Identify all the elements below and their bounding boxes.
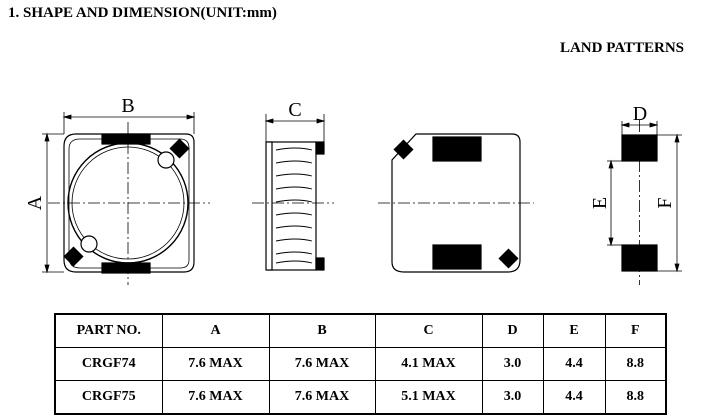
dimension-f-label: F [654,197,676,208]
table-header-a: A [161,313,270,348]
side-view-terminal-top [315,141,325,155]
table-cell: 7.6 MAX [161,380,270,415]
section-heading: 1. SHAPE AND DIMENSION(UNIT:mm) [8,5,277,21]
top-view [48,122,210,285]
top-view-inner-outline [68,138,190,269]
top-view-notch-top [157,151,175,169]
table-header-b: B [268,313,376,348]
table-cell: 4.4 [542,347,606,381]
dimension-a [42,132,64,274]
table-cell: CRGF74 [54,347,163,381]
top-view-notch-bottom [80,235,98,253]
top-view-marker-bottom-left [63,246,84,267]
side-view [252,141,334,271]
table-header-row: PART NO. A B C D E F [54,313,667,348]
table-cell: 3.0 [481,380,544,415]
table-header-part-no: PART NO. [54,313,163,348]
dimension-e-label: E [589,197,611,209]
table-cell: 4.4 [542,380,606,415]
table-cell: 8.8 [604,347,667,381]
table-header-d: D [481,313,544,348]
side-view-windings [275,147,313,264]
dimension-a-label: A [24,195,46,210]
table-row: CRGF75 7.6 MAX 7.6 MAX 5.1 MAX 3.0 4.4 8… [54,380,667,415]
dimension-b-label: B [121,95,134,117]
table-header-f: F [604,313,667,348]
top-view-terminal-top [101,133,151,145]
table-header-e: E [542,313,606,348]
side-view-terminal-bottom [315,257,325,271]
top-view-terminal-bottom [101,262,151,274]
table-header-c: C [374,313,483,348]
table-row: CRGF74 7.6 MAX 7.6 MAX 4.1 MAX 3.0 4.4 8… [54,347,667,381]
land-patterns-label: LAND PATTERNS [559,40,684,56]
bottom-view-marker-bottom-right [498,248,519,269]
table-cell: CRGF75 [54,380,163,415]
dimension-drawing: B A C [24,95,682,285]
table-cell: 3.0 [481,347,544,381]
top-view-marker-top-right [169,138,190,159]
bottom-view-body [391,133,521,273]
table-cell: 8.8 [604,380,667,415]
bottom-view-terminal-bottom [432,244,482,270]
dimension-d [620,121,659,135]
bottom-view-marker-top-left [393,139,414,160]
dimension-e [607,159,622,247]
land-pattern [621,120,658,285]
dimension-f [657,133,682,273]
dimension-c-label: C [288,99,301,121]
table-cell: 7.6 MAX [161,347,270,381]
bottom-view [378,133,534,273]
table-cell: 7.6 MAX [268,347,376,381]
dimension-c [264,114,326,142]
bottom-view-terminal-top [432,136,482,162]
table-cell: 5.1 MAX [374,380,483,415]
side-view-flange [265,141,273,271]
table-cell: 7.6 MAX [268,380,376,415]
dimension-table: PART NO. A B C D E F CRGF74 7.6 MAX 7.6 … [54,313,667,415]
table-cell: 4.1 MAX [374,347,483,381]
top-view-body [63,133,195,273]
dimension-b [62,112,196,134]
dimension-d-label: D [633,103,647,125]
